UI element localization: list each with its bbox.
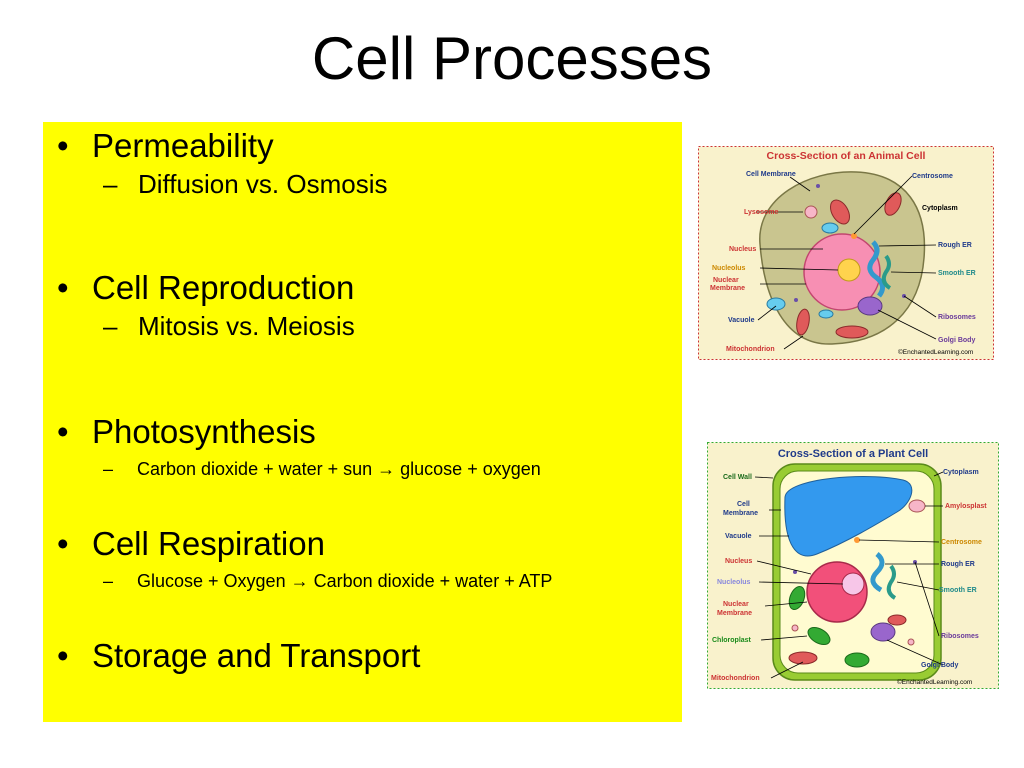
plant-chloroplast-shape xyxy=(844,652,870,668)
plant-cell-svg: Cross-Section of a Plant Cell xyxy=(707,442,999,689)
plant-label-ribosomes: Ribosomes xyxy=(941,633,979,640)
plant-mitochondrion-shape xyxy=(788,651,818,665)
dash-glyph: – xyxy=(103,459,114,479)
plant-label-nuclear-membrane-2: Membrane xyxy=(717,610,752,617)
bullet-storage-transport: • Storage and Transport xyxy=(43,636,682,676)
plant-label-nuclear-membrane-1: Nuclear xyxy=(723,601,749,608)
sub-bullet-text: Mitosis vs. Meiosis xyxy=(138,311,355,341)
sub-bullet-text: Glucose + Oxygen → Carbon dioxide + wate… xyxy=(137,571,553,591)
animal-mitochondrion-shape xyxy=(830,199,850,225)
animal-credit: ©EnchantedLearning.com xyxy=(898,348,973,356)
bullet-glyph: • xyxy=(57,269,69,306)
plant-credit: ©EnchantedLearning.com xyxy=(897,678,972,686)
plant-amylosplast-shape xyxy=(908,499,926,513)
animal-vacuole-shape xyxy=(766,297,786,311)
bullet-content-box: •Permeability –Diffusion vs. Osmosis •Ce… xyxy=(43,122,682,722)
bullet-text: Permeability xyxy=(92,127,274,164)
plant-label-smooth-er: Smooth ER xyxy=(939,587,977,594)
plant-label-golgi-body: Golgi Body xyxy=(921,662,958,669)
animal-cell-svg: Cross-Section of an Animal Cell xyxy=(698,146,994,360)
animal-ribosome-shape xyxy=(816,184,820,188)
animal-ribosome-shape xyxy=(794,298,798,302)
bullet-cell-reproduction: • Cell Reproduction –Mitosis vs. Meiosis xyxy=(43,268,682,342)
plant-cell-title: Cross-Section of a Plant Cell xyxy=(778,448,928,460)
bullet-glyph: • xyxy=(57,413,69,450)
bullet-photosynthesis: • Photosynthesis – Carbon dioxide + water … xyxy=(43,412,682,482)
animal-label-ribosomes: Ribosomes xyxy=(938,314,976,321)
plant-label-mitochondrion: Mitochondrion xyxy=(711,675,760,682)
plant-rough-er-shape xyxy=(870,552,885,593)
plant-chloroplast-shape xyxy=(807,626,831,646)
animal-rough-er-shape xyxy=(867,240,885,298)
bullet-glyph: • xyxy=(57,637,69,674)
bullet-text: Cell Reproduction xyxy=(92,269,355,306)
plant-label-amylosplast: Amylosplast xyxy=(945,503,987,510)
dash-glyph: – xyxy=(103,311,118,341)
animal-label-nuclear-membrane-1: Nuclear xyxy=(713,277,739,284)
animal-label-cell-membrane: Cell Membrane xyxy=(746,171,796,178)
animal-vacuole-shape xyxy=(818,309,834,319)
plant-label-nucleus: Nucleus xyxy=(725,558,752,565)
plant-vacuole-shape xyxy=(784,476,913,557)
animal-nucleolus-shape xyxy=(837,258,861,282)
plant-label-cell-wall: Cell Wall xyxy=(723,474,752,481)
plant-nucleolus-shape xyxy=(841,572,865,596)
animal-label-rough-er: Rough ER xyxy=(938,242,972,249)
plant-label-vacuole: Vacuole xyxy=(725,533,752,540)
bullet-glyph: • xyxy=(57,127,69,164)
plant-smooth-er-shape xyxy=(886,564,897,600)
plant-chloroplast-shape xyxy=(788,585,806,611)
plant-leader-lines xyxy=(754,471,944,679)
animal-label-smooth-er: Smooth ER xyxy=(938,270,976,277)
animal-cell-diagram: Cross-Section of an Animal Cell xyxy=(698,146,994,360)
bullet-text: Photosynthesis xyxy=(92,413,316,450)
plant-ribosome-shape xyxy=(793,570,797,574)
plant-label-centrosome: Centrosome xyxy=(941,539,982,546)
animal-label-centrosome: Centrosome xyxy=(912,173,953,180)
plant-vesicle-shape xyxy=(907,638,915,646)
plant-label-chloroplast: Chloroplast xyxy=(712,637,752,644)
bullet-permeability: • Permeability –Diffusion vs. Osmosis xyxy=(43,126,682,200)
plant-mitochondrion-shape xyxy=(887,614,907,626)
plant-vesicle-shape xyxy=(791,624,799,632)
plant-golgi-shape xyxy=(870,622,896,642)
bullet-text: Storage and Transport xyxy=(92,637,421,674)
animal-mitochondrion-shape xyxy=(835,325,869,339)
animal-lysosome-shape xyxy=(804,205,818,219)
plant-centrosome-shape xyxy=(854,537,860,543)
animal-vacuole-shape xyxy=(821,222,839,234)
animal-centrosome-shape xyxy=(851,233,857,239)
animal-label-cytoplasm: Cytoplasm xyxy=(922,205,958,212)
bullet-glyph: • xyxy=(57,525,69,562)
animal-label-vacuole: Vacuole xyxy=(728,317,755,324)
plant-label-cytoplasm: Cytoplasm xyxy=(943,469,979,476)
animal-label-golgi-body: Golgi Body xyxy=(938,337,975,344)
animal-label-mitochondrion: Mitochondrion xyxy=(726,346,775,353)
animal-label-nucleolus: Nucleolus xyxy=(712,265,746,272)
animal-smooth-er-shape xyxy=(881,254,892,290)
animal-label-lysosome: Lysosome xyxy=(744,209,778,216)
plant-label-nucleolus: Nucleolus xyxy=(717,579,751,586)
animal-golgi-shape xyxy=(857,296,883,316)
bullet-text: Cell Respiration xyxy=(92,525,325,562)
dash-glyph: – xyxy=(103,169,118,199)
plant-label-cell-membrane-2: Membrane xyxy=(723,510,758,517)
animal-leader-lines xyxy=(756,175,937,350)
animal-mitochondrion-shape xyxy=(796,308,810,336)
plant-cell-diagram: Cross-Section of a Plant Cell xyxy=(707,442,999,689)
animal-label-nuclear-membrane-2: Membrane xyxy=(710,285,745,292)
dash-glyph: – xyxy=(103,571,114,591)
bullet-cell-respiration: • Cell Respiration – Glucose + Oxygen → Ca… xyxy=(43,524,682,594)
animal-label-nucleus: Nucleus xyxy=(729,246,756,253)
animal-cell-title: Cross-Section of an Animal Cell xyxy=(767,150,926,162)
plant-label-cell-membrane-1: Cell xyxy=(737,501,750,508)
sub-bullet-text: Diffusion vs. Osmosis xyxy=(138,169,388,199)
sub-bullet-text: Carbon dioxide + water + sun → glucose +… xyxy=(137,459,541,479)
plant-label-rough-er: Rough ER xyxy=(941,561,975,568)
slide-title: Cell Processes xyxy=(311,25,713,92)
